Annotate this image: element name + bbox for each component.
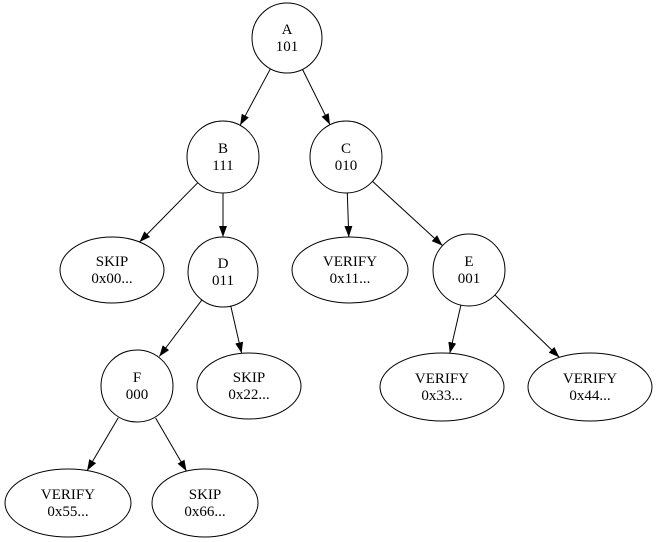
node-skip-0x22-ellipse <box>196 352 302 420</box>
node-A-label: A <box>282 22 293 38</box>
nodes: A 101 B 111 C 010 SKIP 0x00... D <box>4 2 653 538</box>
node-D-circle <box>187 236 259 308</box>
edge-B-SKIP-0x00 <box>139 182 199 243</box>
edge-E-VERIFY-0x44 <box>494 294 560 358</box>
edge-C-E <box>372 181 443 246</box>
node-skip-0x66-value: 0x66... <box>184 504 225 520</box>
node-verify-0x33-ellipse <box>379 352 505 422</box>
node-skip-0x00-label: SKIP <box>96 254 129 270</box>
edge-D-F <box>158 299 203 357</box>
edge-D-SKIP-0x22 <box>230 305 244 354</box>
node-skip-0x22: SKIP 0x22... <box>196 352 302 420</box>
node-A-value: 101 <box>276 39 299 55</box>
node-B: B 111 <box>186 120 260 194</box>
edge-C-VERIFY-0x11 <box>344 192 353 238</box>
node-E-circle <box>432 233 506 307</box>
node-verify-0x33-value: 0x33... <box>421 388 462 404</box>
node-C-circle <box>309 120 383 194</box>
node-C: C 010 <box>309 120 383 194</box>
node-skip-0x66: SKIP 0x66... <box>151 468 259 538</box>
node-skip-0x00-ellipse <box>59 236 165 304</box>
node-verify-0x44: VERIFY 0x44... <box>527 352 653 422</box>
node-D: D 011 <box>187 236 259 308</box>
node-verify-0x55-label: VERIFY <box>41 487 95 503</box>
node-F-label: F <box>133 370 141 386</box>
node-C-label: C <box>341 141 351 157</box>
node-skip-0x00: SKIP 0x00... <box>59 236 165 304</box>
node-A-circle <box>251 2 323 74</box>
edge-F-SKIP-0x66 <box>155 417 187 472</box>
edges <box>86 68 560 472</box>
node-verify-0x11: VERIFY 0x11... <box>291 236 409 304</box>
node-verify-0x55-value: 0x55... <box>47 504 88 520</box>
node-B-label: B <box>218 141 228 157</box>
node-E-value: 001 <box>458 271 481 287</box>
node-B-value: 111 <box>212 158 233 174</box>
edge-F-VERIFY-0x55 <box>86 417 119 471</box>
node-verify-0x33: VERIFY 0x33... <box>379 352 505 422</box>
node-skip-0x66-label: SKIP <box>189 487 222 503</box>
node-E-label: E <box>464 254 473 270</box>
node-verify-0x44-ellipse <box>527 352 653 422</box>
node-F: F 000 <box>100 349 174 423</box>
node-verify-0x44-value: 0x44... <box>569 388 610 404</box>
node-F-circle <box>100 349 174 423</box>
edge-E-VERIFY-0x33 <box>448 304 462 354</box>
node-verify-0x11-ellipse <box>291 236 409 304</box>
edge-A-B <box>239 68 271 126</box>
node-skip-0x66-ellipse <box>151 468 259 538</box>
node-verify-0x44-label: VERIFY <box>563 371 617 387</box>
node-verify-0x11-label: VERIFY <box>323 254 377 270</box>
node-verify-0x33-label: VERIFY <box>415 371 469 387</box>
node-skip-0x22-label: SKIP <box>233 370 266 386</box>
node-D-value: 011 <box>212 273 234 289</box>
node-E: E 001 <box>432 233 506 307</box>
node-skip-0x22-value: 0x22... <box>228 387 269 403</box>
node-B-circle <box>186 120 260 194</box>
edge-A-C <box>302 69 331 125</box>
node-verify-0x55: VERIFY 0x55... <box>4 468 132 538</box>
node-A: A 101 <box>251 2 323 74</box>
node-skip-0x00-value: 0x00... <box>91 271 132 287</box>
node-F-value: 000 <box>126 387 149 403</box>
node-verify-0x11-value: 0x11... <box>330 271 371 287</box>
node-D-label: D <box>218 256 229 272</box>
node-C-value: 010 <box>335 158 358 174</box>
node-verify-0x55-ellipse <box>4 468 132 538</box>
